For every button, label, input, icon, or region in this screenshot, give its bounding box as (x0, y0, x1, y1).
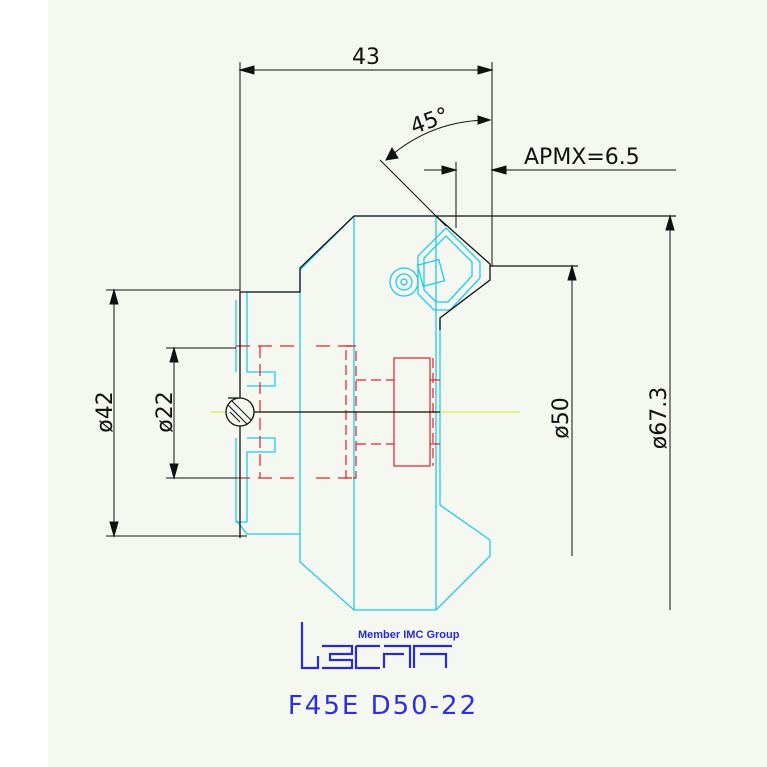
dim-42-label: ø42 (93, 391, 118, 432)
logo-tagline: Member IMC Group (358, 629, 460, 641)
screw-outer (389, 267, 419, 297)
screw-center (400, 278, 408, 286)
dim-22-label: ø22 (153, 391, 178, 432)
insert-outline (417, 227, 481, 311)
dimension-lines (106, 62, 676, 610)
dim-50-label: ø50 (549, 397, 574, 438)
hub-bottom (235, 438, 300, 535)
iscar-logo: Member IMC Group (300, 622, 460, 670)
cutter-body (235, 215, 491, 611)
body-profile (299, 292, 491, 611)
part-number: F45E D50-22 (288, 691, 478, 721)
dim-angle-arc (385, 119, 491, 161)
body-upper-step (246, 292, 276, 387)
dim-43-label: 43 (352, 45, 380, 70)
center-mark (225, 397, 255, 427)
dim-67-label: ø67.3 (647, 387, 672, 449)
screw-mid (395, 273, 413, 291)
logo-wordmark-graphic (300, 622, 452, 670)
insert-inner (423, 235, 473, 303)
pocket-edge (439, 320, 491, 541)
clamp-block (416, 258, 446, 288)
sheet-paper (48, 0, 767, 767)
body-lower-step (235, 437, 276, 523)
dim-apmx-label: APMX=6.5 (524, 145, 640, 170)
angle-leader (379, 159, 447, 227)
